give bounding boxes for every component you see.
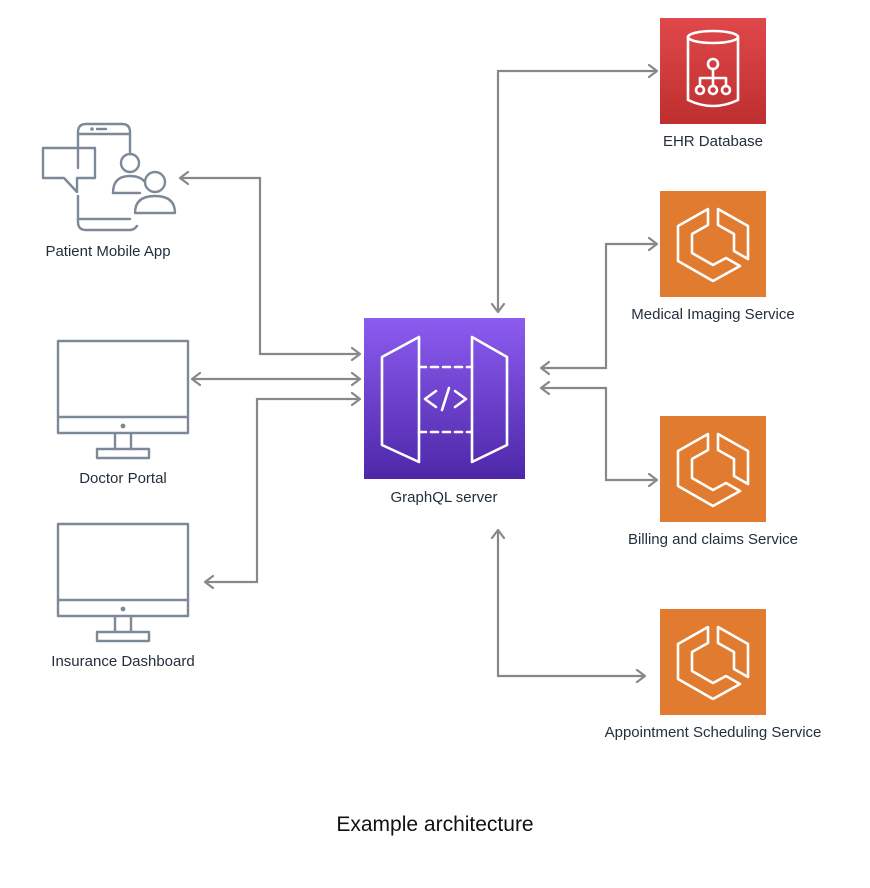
desktop-monitor-icon: [56, 522, 190, 643]
connector-appointment-scheduling[interactable]: [490, 528, 647, 684]
diagram-caption: Example architecture: [336, 813, 533, 836]
client-doctor-portal[interactable]: Doctor Portal: [56, 339, 190, 487]
client-insurance-dashboard[interactable]: Insurance Dashboard: [51, 522, 195, 670]
connector-billing-claims[interactable]: [539, 380, 659, 488]
client-label: Insurance Dashboard: [51, 653, 194, 670]
connector-medical-imaging[interactable]: [539, 236, 659, 376]
backend-label: Appointment Scheduling Service: [605, 724, 822, 741]
database-hierarchy-icon: [686, 29, 740, 108]
connector-doctor-portal[interactable]: [190, 371, 362, 387]
backend-ehr-database[interactable]: EHR Database: [660, 18, 766, 150]
client-label: Patient Mobile App: [45, 243, 170, 260]
connector-insurance-dashboard[interactable]: [203, 391, 362, 590]
backend-label: Billing and claims Service: [628, 531, 798, 548]
backend-billing-claims-service[interactable]: Billing and claims Service: [628, 416, 798, 548]
api-gateway-code-icon: [380, 335, 509, 464]
backend-label: Medical Imaging Service: [631, 306, 794, 323]
connector-patient-app[interactable]: [178, 170, 362, 362]
backend-label: EHR Database: [663, 133, 763, 150]
client-patient-mobile-app[interactable]: Patient Mobile App: [41, 122, 177, 260]
backend-appointment-scheduling-service[interactable]: Appointment Scheduling Service: [605, 609, 822, 741]
client-label: Doctor Portal: [79, 470, 167, 487]
connector-ehr-database[interactable]: [490, 63, 659, 314]
connectors: [178, 63, 659, 684]
graphql-server[interactable]: GraphQL server: [364, 318, 525, 506]
backend-medical-imaging-service[interactable]: Medical Imaging Service: [631, 191, 795, 323]
mobile-chat-users-icon: [41, 122, 177, 232]
desktop-monitor-icon: [56, 339, 190, 460]
server-label: GraphQL server: [391, 489, 498, 506]
